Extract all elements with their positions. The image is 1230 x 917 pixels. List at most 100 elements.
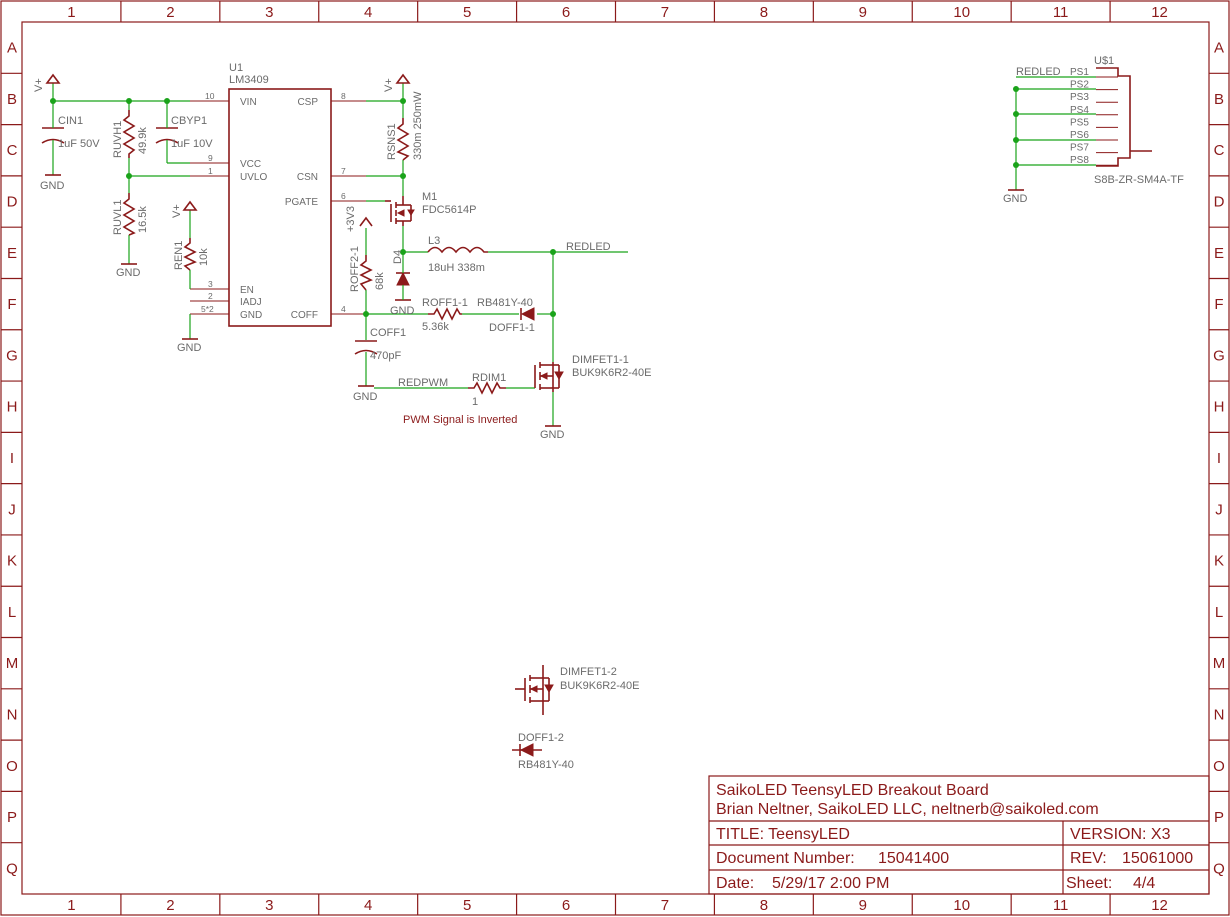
- title-block-rev-label: REV:: [1070, 850, 1107, 867]
- rdim1-resistor[interactable]: RDIM1 1: [468, 372, 506, 408]
- grid-row-left-A: A: [7, 40, 17, 57]
- connector-pin-label-1: PS1: [1070, 67, 1089, 78]
- grid-row-right-F: F: [1214, 296, 1223, 313]
- title-block-line1: SaikoLED TeensyLED Breakout Board: [716, 782, 989, 799]
- grid-row-right-B: B: [1214, 91, 1224, 108]
- grid-row-left-K: K: [7, 553, 17, 570]
- grid-row-right-K: K: [1214, 553, 1224, 570]
- gnd-symbols: GND GND GND GND GND GND GND: [40, 174, 1028, 441]
- vplus-symbol-1: V+: [33, 73, 61, 92]
- grid-row-left-J: J: [8, 501, 16, 518]
- title-block-version: VERSION: X3: [1070, 826, 1171, 843]
- rsns1-resistor[interactable]: RSNS1 330m 250mW: [386, 91, 424, 161]
- cbyp1-capacitor[interactable]: CBYP1 1uF 10V: [155, 115, 213, 150]
- grid-col-bottom-5: 5: [463, 897, 471, 914]
- coff1-value: 470pF: [370, 350, 401, 362]
- roff1-resistor[interactable]: ROFF1-1 5.36k: [422, 297, 468, 333]
- svg-text:ROFF2-1: ROFF2-1: [349, 246, 361, 292]
- grid-row-right-O: O: [1213, 758, 1225, 775]
- title-block-sheet-label: Sheet:: [1066, 875, 1112, 892]
- dimfet2-name: DIMFET1-2: [560, 666, 617, 678]
- gnd-label-ruvl1: GND: [116, 267, 141, 279]
- gnd-label-dimfet: GND: [540, 429, 565, 441]
- svg-text:RUVH1: RUVH1: [112, 121, 124, 158]
- vplus-symbol-2: V+: [383, 73, 411, 92]
- grid-col-bottom-1: 1: [67, 897, 75, 914]
- gnd-label-cin1: GND: [40, 180, 65, 192]
- grid-col-bottom-7: 7: [661, 897, 669, 914]
- grid-row-left-L: L: [8, 604, 16, 621]
- grid-row-left-B: B: [7, 91, 17, 108]
- doff1-diode[interactable]: RB481Y-40 DOFF1-1: [477, 297, 535, 334]
- u1-pin-gnd: GND: [240, 310, 262, 321]
- u1-pin-csp: CSP: [297, 97, 318, 108]
- u1-pin-vcc: VCC: [240, 159, 261, 170]
- doff2-diode[interactable]: DOFF1-2 RB481Y-40: [512, 732, 574, 771]
- cin1-capacitor[interactable]: CIN1 1uF 50V: [41, 115, 100, 150]
- grid-row-left-G: G: [6, 347, 18, 364]
- grid-col-top-4: 4: [364, 4, 372, 21]
- cin1-name: CIN1: [58, 115, 83, 127]
- svg-text:V+: V+: [171, 204, 183, 218]
- grid-row-right-J: J: [1215, 501, 1223, 518]
- grid-col-bottom-6: 6: [562, 897, 570, 914]
- grid-col-top-7: 7: [661, 4, 669, 21]
- connector-net-label: REDLED: [1016, 66, 1061, 78]
- coff1-capacitor[interactable]: COFF1 470pF: [354, 327, 406, 362]
- u1-pinnum-2: 2: [208, 291, 213, 301]
- dimfet2-nmos[interactable]: DIMFET1-2 BUK9K6R2-40E: [515, 665, 640, 715]
- svg-text:RSNS1: RSNS1: [386, 123, 398, 160]
- u1-pinnum-5x2: 5*2: [201, 304, 214, 314]
- l3-name: L3: [428, 235, 440, 247]
- u1-pinnum-10: 10: [205, 91, 215, 101]
- grid-col-top-6: 6: [562, 4, 570, 21]
- l3-inductor[interactable]: L3 18uH 338m: [427, 235, 488, 274]
- svg-text:RUVL1: RUVL1: [112, 200, 124, 235]
- svg-text:+3V3: +3V3: [345, 206, 357, 232]
- connector-pin-label-8: PS8: [1070, 155, 1089, 166]
- cin1-value: 1uF 50V: [58, 138, 100, 150]
- u1-pin-coff: COFF: [291, 310, 318, 321]
- svg-text:49.9k: 49.9k: [137, 127, 149, 154]
- grid-col-top-1: 1: [67, 4, 75, 21]
- dimfet1-nmos[interactable]: DIMFET1-1 BUK9K6R2-40E: [534, 354, 652, 392]
- u1-pinnum-6: 6: [341, 191, 346, 201]
- grid-row-left-D: D: [7, 194, 18, 211]
- u1-pin-pgate: PGATE: [285, 197, 318, 208]
- rdim1-name: RDIM1: [472, 372, 506, 384]
- connector-pin-label-3: PS3: [1070, 92, 1089, 103]
- ruvl1-resistor[interactable]: RUVL1 16.5k: [112, 193, 149, 236]
- grid-col-bottom-8: 8: [760, 897, 768, 914]
- u1-lm3409[interactable]: U1 LM3409 VIN VCC UVLO EN IADJ GND CSP C…: [190, 62, 366, 327]
- l3-value: 18uH 338m: [428, 262, 485, 274]
- u1-pinnum-7: 7: [341, 166, 346, 176]
- svg-text:V+: V+: [383, 78, 395, 92]
- title-block-line2: Brian Neltner, SaikoLED LLC, neltnerb@sa…: [716, 801, 1099, 818]
- grid-col-top-12: 12: [1151, 4, 1168, 21]
- gnd-label-d4: GND: [390, 305, 415, 317]
- m1-value: FDC5614P: [422, 204, 476, 216]
- m1-pmos[interactable]: M1 FDC5614P: [385, 191, 476, 226]
- title-block: SaikoLED TeensyLED Breakout Board Brian …: [708, 775, 1210, 895]
- ruvh1-resistor[interactable]: RUVH1 49.9k: [112, 110, 149, 158]
- grid-col-bottom-2: 2: [166, 897, 174, 914]
- grid-col-top-2: 2: [166, 4, 174, 21]
- d4-diode[interactable]: D4: [392, 250, 410, 300]
- svg-text:REN1: REN1: [173, 241, 185, 270]
- ren1-resistor[interactable]: REN1 10k: [173, 238, 210, 271]
- grid-row-left-F: F: [7, 296, 16, 313]
- roff1-value: 5.36k: [422, 321, 449, 333]
- plus3v3-symbol: +3V3: [345, 206, 373, 232]
- grid-col-top-3: 3: [265, 4, 273, 21]
- grid-row-left-C: C: [7, 142, 18, 159]
- roff2-resistor[interactable]: ROFF2-1 68k: [349, 246, 386, 292]
- doff2-value: RB481Y-40: [518, 759, 574, 771]
- grid-col-bottom-12: 12: [1151, 897, 1168, 914]
- svg-text:D4: D4: [392, 250, 404, 264]
- gnd-label-connector: GND: [1003, 193, 1028, 205]
- title-block-title: TITLE: TeensyLED: [716, 826, 850, 843]
- grid-col-bottom-10: 10: [953, 897, 970, 914]
- grid-row-right-Q: Q: [1213, 860, 1225, 877]
